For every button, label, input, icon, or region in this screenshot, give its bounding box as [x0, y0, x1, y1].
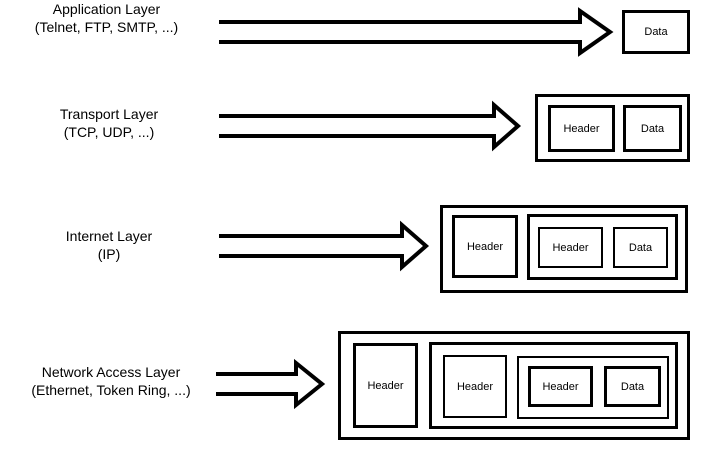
transport-layer-protocols: (TCP, UDP, ...) [63, 124, 155, 140]
internet-inner-data-box: Data [613, 227, 668, 268]
application-data-box: Data [622, 10, 690, 54]
arrow-transport-icon [219, 100, 522, 152]
network-ip-header-box: Header [443, 355, 507, 418]
internet-layer-name: Internet Layer [65, 228, 153, 244]
internet-header-box: Header [452, 215, 518, 278]
network-payload-box: Header Header Data [429, 342, 678, 429]
network-tcp-header-box: Header [528, 366, 593, 407]
internet-payload-box: Header Data [527, 214, 678, 280]
network-access-layer-label: Network Access Layer (Ethernet, Token Ri… [0, 363, 222, 399]
internet-layer-label: Internet Layer (IP) [9, 227, 209, 263]
application-layer-name: Application Layer [52, 1, 161, 17]
network-frame-box: Header Header Header Data [338, 331, 690, 440]
network-access-layer-name: Network Access Layer [41, 364, 181, 380]
network-header-box: Header [353, 343, 418, 428]
internet-packet-box: Header Header Data [440, 205, 688, 293]
internet-inner-header-box: Header [538, 227, 603, 268]
transport-segment-box: Header Data [535, 94, 690, 162]
transport-layer-label: Transport Layer (TCP, UDP, ...) [4, 105, 214, 141]
internet-layer-protocols: (IP) [97, 246, 121, 262]
arrow-internet-icon [219, 220, 430, 272]
transport-data-box: Data [623, 105, 682, 152]
network-data-box: Data [604, 366, 661, 407]
transport-layer-name: Transport Layer [59, 106, 159, 122]
arrow-network-access-icon [216, 358, 326, 410]
arrow-application-icon [219, 7, 614, 57]
network-ip-payload-box: Header Data [517, 356, 669, 419]
transport-header-box: Header [548, 105, 615, 152]
application-layer-label: Application Layer (Telnet, FTP, SMTP, ..… [0, 0, 213, 36]
network-access-layer-protocols: (Ethernet, Token Ring, ...) [31, 382, 191, 398]
application-layer-protocols: (Telnet, FTP, SMTP, ...) [34, 19, 179, 35]
